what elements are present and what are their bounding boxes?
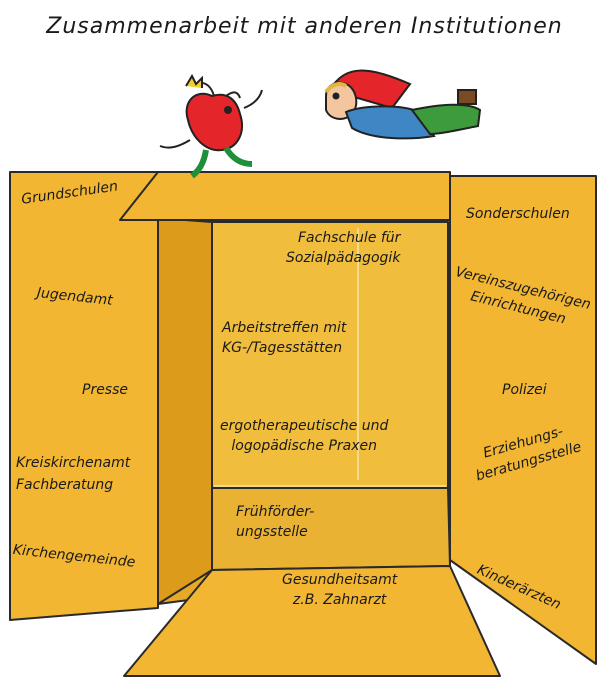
- bottom-front-flap: [123, 565, 501, 677]
- label-presse: Presse: [82, 382, 129, 398]
- box-left-wall: [157, 217, 213, 605]
- label-polizei: Polizei: [502, 382, 547, 398]
- page-title: Zusammenarbeit mit anderen Institutionen: [46, 14, 563, 39]
- label-fruehfoerderungsstelle: Frühförder-ungsstelle: [236, 502, 314, 542]
- red-apple-character: [159, 73, 263, 179]
- label-sonderschulen: Sonderschulen: [466, 206, 570, 222]
- label-fruehfoerderungsstelle-text: Frühförder-ungsstelle: [236, 504, 315, 540]
- gnome-character: [324, 69, 482, 140]
- left-flap: [9, 171, 159, 621]
- top-lid: [119, 171, 451, 221]
